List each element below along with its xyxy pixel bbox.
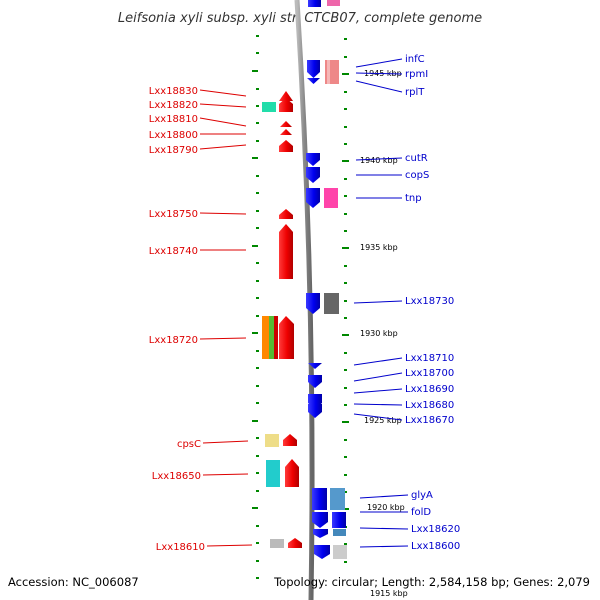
gene-label[interactable]: Lxx18720 [149, 335, 198, 346]
gene-box[interactable] [333, 529, 346, 536]
accession-text: Accession: NC_006087 [8, 575, 139, 589]
left-tick-column [252, 35, 259, 579]
gene-box[interactable] [312, 488, 327, 510]
gene-label[interactable]: Lxx18670 [405, 415, 454, 426]
gene-label[interactable]: Lxx18810 [149, 114, 198, 125]
gene-label[interactable]: Lxx18700 [405, 368, 454, 379]
genome-summary-text: Topology: circular; Length: 2,584,158 bp… [273, 575, 590, 589]
gene-arrow[interactable] [313, 529, 328, 538]
gene-label[interactable]: Lxx18740 [149, 246, 198, 257]
gene-label[interactable]: tnp [405, 193, 422, 204]
gene-arrow[interactable] [288, 538, 302, 548]
gene-arrow[interactable] [279, 224, 293, 279]
reverse-genes [306, 0, 347, 559]
gene-box[interactable] [270, 539, 284, 548]
right-tick-column [342, 38, 349, 563]
gene-arrow[interactable] [314, 545, 330, 559]
gene-arrow[interactable] [306, 293, 320, 314]
gene-arrow[interactable] [308, 375, 322, 388]
gene-box[interactable] [262, 102, 276, 112]
gene-arrow[interactable] [285, 459, 299, 487]
gene-label[interactable]: cpsC [177, 439, 201, 450]
gene-label[interactable]: rpmI [405, 69, 428, 80]
gene-arrow[interactable] [306, 153, 320, 166]
gene-box[interactable] [327, 0, 340, 6]
gene-label[interactable]: Lxx18800 [149, 130, 198, 141]
gene-box[interactable] [333, 545, 347, 559]
gene-box[interactable] [307, 60, 320, 72]
gene-box[interactable] [324, 293, 339, 314]
gene-label[interactable]: Lxx18610 [156, 542, 205, 553]
gene-arrow[interactable] [283, 434, 297, 446]
gene-arrow[interactable] [312, 512, 328, 528]
gene-label[interactable]: cutR [405, 153, 428, 164]
kbp-label: 1940 kbp [360, 156, 398, 165]
gene-label[interactable]: Lxx18730 [405, 296, 454, 307]
gene-arrow[interactable] [279, 316, 294, 359]
gene-arrow[interactable] [280, 129, 292, 135]
gene-box[interactable] [327, 60, 330, 84]
gene-box[interactable] [269, 316, 274, 359]
left-leader-lines [199, 89, 253, 547]
gene-box[interactable] [262, 316, 269, 359]
kbp-label: 1925 kbp [364, 416, 402, 425]
right-gene-labels: infC rpmI rplT cutR copS tnp Lxx18730 Lx… [405, 54, 460, 552]
gene-box[interactable] [266, 460, 280, 487]
gene-label[interactable]: folD [411, 507, 431, 518]
gene-arrow[interactable] [279, 91, 293, 101]
scale-labels: 1945 kbp 1940 kbp 1935 kbp 1930 kbp 1925… [356, 67, 408, 598]
gene-arrow[interactable] [308, 404, 322, 418]
gene-arrow[interactable] [307, 72, 320, 78]
forward-genes [262, 91, 302, 548]
gene-label[interactable]: Lxx18830 [149, 86, 198, 97]
gene-label[interactable]: infC [405, 54, 425, 65]
gene-arrow[interactable] [280, 121, 292, 127]
gene-label[interactable]: copS [405, 170, 429, 181]
kbp-label: 1930 kbp [360, 329, 398, 338]
gene-label[interactable]: glyA [411, 490, 433, 501]
gene-box[interactable] [324, 188, 338, 208]
gene-arrow[interactable] [279, 140, 293, 152]
gene-label[interactable]: Lxx18680 [405, 400, 454, 411]
gene-arrow[interactable] [306, 167, 320, 183]
gene-box[interactable] [274, 316, 278, 359]
gene-label[interactable]: Lxx18600 [411, 541, 460, 552]
left-gene-labels: Lxx18830 Lxx18820 Lxx18810 Lxx18800 Lxx1… [149, 86, 205, 553]
gene-arrow[interactable] [307, 78, 320, 84]
gene-box[interactable] [265, 434, 279, 447]
gene-label[interactable]: Lxx18710 [405, 353, 454, 364]
gene-label[interactable]: Lxx18750 [149, 209, 198, 220]
gene-arrow[interactable] [279, 98, 293, 112]
gene-arrow[interactable] [279, 209, 293, 219]
gene-label[interactable]: Lxx18690 [405, 384, 454, 395]
kbp-label: 1920 kbp [367, 503, 405, 512]
gene-box[interactable] [325, 60, 339, 84]
gene-box[interactable] [330, 488, 345, 510]
gene-label[interactable]: rplT [405, 87, 425, 98]
gene-arrow[interactable] [306, 188, 320, 208]
gene-label[interactable]: Lxx18790 [149, 145, 198, 156]
kbp-label: 1915 kbp [370, 589, 408, 598]
gene-box[interactable] [332, 512, 346, 528]
gene-box[interactable] [308, 0, 321, 7]
gene-label[interactable]: Lxx18650 [152, 471, 201, 482]
gene-arrow[interactable] [308, 363, 322, 369]
right-leader-lines [353, 58, 409, 548]
kbp-label: 1935 kbp [360, 243, 398, 252]
gene-label[interactable]: Lxx18820 [149, 100, 198, 111]
gene-label[interactable]: Lxx18620 [411, 524, 460, 535]
